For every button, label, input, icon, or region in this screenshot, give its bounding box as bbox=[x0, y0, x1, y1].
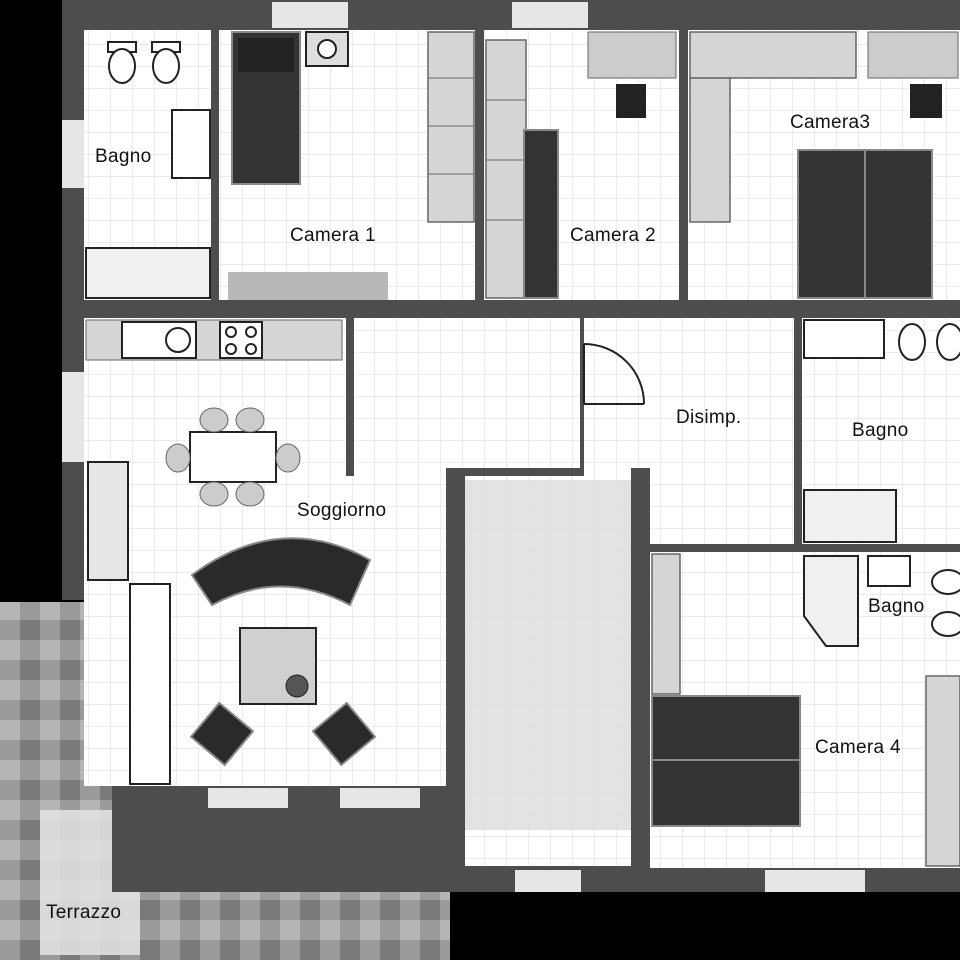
partition-wall bbox=[211, 242, 219, 300]
room-label-disimpegno: Disimp. bbox=[676, 407, 742, 428]
window bbox=[515, 870, 581, 892]
globe-icon bbox=[285, 674, 309, 698]
toilet-icon bbox=[931, 611, 960, 637]
toilet-icon bbox=[898, 323, 926, 361]
tv-cabinet bbox=[87, 461, 129, 581]
wardrobe-icon bbox=[427, 31, 475, 223]
partition-wall bbox=[211, 30, 219, 184]
sink-icon bbox=[171, 109, 211, 179]
window bbox=[512, 2, 588, 28]
shower-icon bbox=[803, 489, 897, 543]
room-label-camera-2: Camera 2 bbox=[570, 225, 656, 246]
window bbox=[62, 120, 84, 188]
interior-wall bbox=[346, 318, 354, 476]
window bbox=[272, 2, 348, 28]
bed-icon bbox=[651, 695, 801, 827]
desk-icon bbox=[587, 31, 677, 79]
room-label-soggiorno: Soggiorno bbox=[297, 500, 387, 521]
dining-table-icon bbox=[165, 407, 301, 507]
sink-icon bbox=[803, 319, 885, 359]
toilet-icon bbox=[107, 41, 137, 84]
interior-wall bbox=[631, 468, 650, 868]
sink-icon bbox=[867, 555, 911, 587]
window bbox=[340, 788, 420, 808]
wardrobe-icon bbox=[651, 553, 960, 867]
interior-wall bbox=[580, 318, 584, 468]
room-label-bagno-2: Bagno bbox=[852, 420, 909, 441]
bidet-icon bbox=[151, 41, 181, 84]
window-blur bbox=[228, 272, 388, 300]
interior-wall bbox=[650, 544, 960, 552]
interior-wall bbox=[679, 30, 688, 300]
window bbox=[62, 372, 84, 462]
room-label-bagno-1: Bagno bbox=[95, 146, 152, 167]
cabinet bbox=[129, 583, 171, 785]
armchair-icon bbox=[189, 701, 255, 767]
room-label-camera-3: Camera3 bbox=[790, 112, 871, 133]
stove-icon bbox=[219, 321, 263, 359]
bidet-icon bbox=[931, 569, 960, 595]
interior-wall bbox=[794, 318, 802, 544]
kitchen-sink-basin bbox=[165, 327, 191, 353]
window bbox=[765, 870, 865, 892]
bed-icon bbox=[797, 149, 933, 299]
chair-icon bbox=[910, 84, 942, 118]
corridor-blur bbox=[465, 480, 631, 830]
interior-wall bbox=[446, 468, 465, 868]
shower-icon bbox=[803, 555, 859, 647]
door-swing-icon bbox=[583, 343, 645, 405]
room-label-bagno-3: Bagno bbox=[868, 596, 925, 617]
window bbox=[208, 788, 288, 808]
room-label-terrazzo: Terrazzo bbox=[46, 902, 122, 923]
ingresso-floor bbox=[354, 318, 580, 468]
room-label-camera-1: Camera 1 bbox=[290, 225, 376, 246]
drum-icon bbox=[317, 39, 337, 59]
bathtub-icon bbox=[85, 247, 211, 299]
sofa-icon bbox=[190, 537, 372, 607]
room-label-camera-4: Camera 4 bbox=[815, 737, 901, 758]
bidet-icon bbox=[936, 323, 960, 361]
armchair-icon bbox=[311, 701, 377, 767]
wardrobe-icon bbox=[485, 39, 527, 299]
wardrobe-icon bbox=[689, 31, 857, 223]
bed-icon bbox=[523, 129, 559, 299]
chair-icon bbox=[616, 84, 646, 118]
interior-wall bbox=[475, 30, 484, 300]
bed-icon bbox=[231, 31, 301, 185]
desk-icon bbox=[867, 31, 959, 79]
